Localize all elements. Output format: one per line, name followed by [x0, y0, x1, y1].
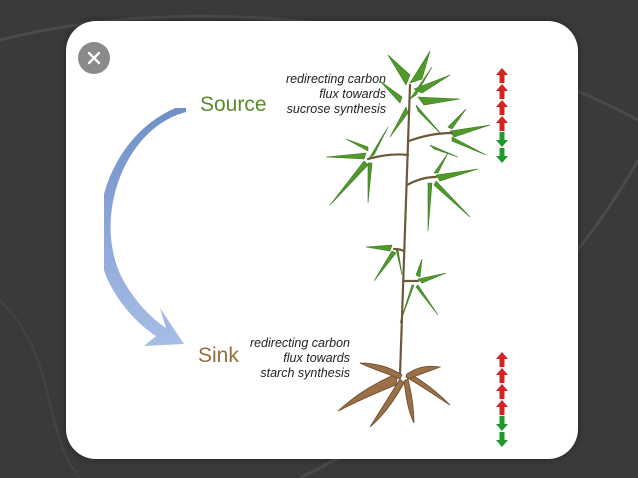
cassava-plant-image: [325, 50, 491, 428]
up-arrow-icon: [496, 352, 508, 367]
up-arrow-icon: [496, 100, 508, 115]
up-arrow-icon: [496, 84, 508, 99]
down-arrow-icon: [496, 416, 508, 431]
sink-indicator-column: [496, 352, 508, 447]
sink-label: Sink: [198, 344, 239, 367]
close-icon: [87, 51, 101, 65]
slide-card: [66, 21, 578, 459]
source-note-line: flux towards: [319, 87, 386, 101]
source-note-line: sucrose synthesis: [286, 102, 386, 116]
source-indicator-column: [496, 68, 508, 163]
sink-note: redirecting carbon flux towards starch s…: [236, 336, 350, 381]
source-note-line: redirecting carbon: [285, 72, 386, 86]
sink-note-line: starch synthesis: [260, 366, 350, 380]
close-button[interactable]: [78, 42, 110, 74]
down-arrow-icon: [496, 432, 508, 447]
down-arrow-icon: [496, 148, 508, 163]
up-arrow-icon: [496, 116, 508, 131]
up-arrow-icon: [496, 368, 508, 383]
source-to-sink-arrow: [104, 108, 186, 346]
sink-note-line: redirecting carbon: [249, 336, 350, 350]
up-arrow-icon: [496, 400, 508, 415]
sink-note-line: flux towards: [283, 351, 350, 365]
up-arrow-icon: [496, 384, 508, 399]
down-arrow-icon: [496, 132, 508, 147]
source-note: redirecting carbon flux towards sucrose …: [276, 72, 386, 117]
source-label: Source: [200, 93, 267, 116]
up-arrow-icon: [496, 68, 508, 83]
